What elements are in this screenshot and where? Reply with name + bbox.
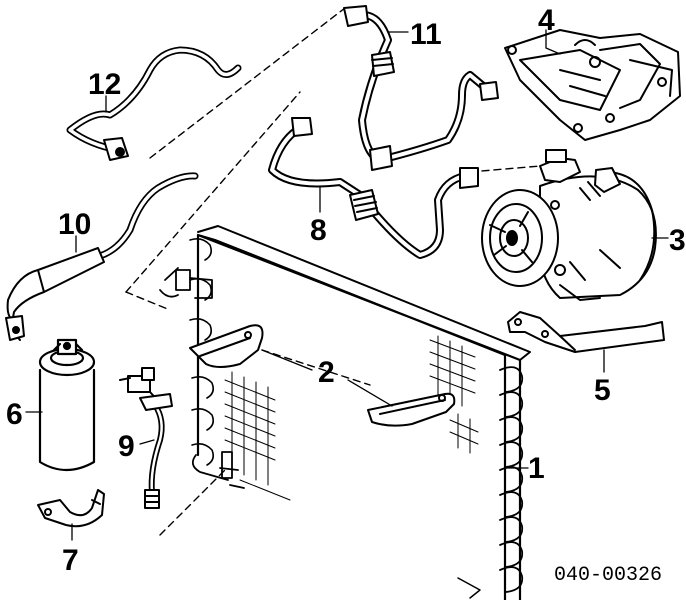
callout-4-leader: [545, 29, 561, 55]
drier-clamp: [37, 489, 105, 528]
hose-12-routing-line: [149, 7, 346, 159]
bracket-lower-right: [367, 392, 456, 427]
callout-1-condenser: 1: [528, 452, 545, 485]
discharge-hose: [268, 117, 479, 259]
condenser-fin-hatching: [224, 335, 479, 501]
bracket-upper-left: [189, 324, 264, 368]
callout-numbers: 1 2 3 4 5 6 7 8 9 10 11 12: [6, 4, 686, 577]
compressor: [481, 149, 657, 301]
suction-hose: [343, 5, 499, 171]
callout-9-drier-outlet-tube: 9: [118, 430, 135, 463]
compressor-mount-bracket: [504, 29, 681, 141]
callout-9-leader: [139, 439, 155, 445]
condenser-hose: [5, 172, 199, 341]
bracket-2-routing-line: [261, 349, 371, 386]
receiver-drier: [38, 338, 96, 472]
hose-8-routing-line: [125, 91, 301, 293]
callout-4-mount-bracket: 4: [538, 4, 555, 37]
callout-10-condenser-hose: 10: [58, 208, 91, 241]
drier-outlet-tube: [119, 367, 173, 509]
callout-2-brackets: 2: [318, 356, 335, 389]
diagram-reference-code: 040-00326: [554, 564, 662, 587]
condenser-inlet-routing-line: [125, 291, 171, 311]
compressor-routing-line: [469, 165, 541, 173]
dashed-routing-lines: [125, 7, 541, 536]
callout-2-leader: [261, 349, 393, 407]
callout-6-receiver-drier: 6: [6, 398, 23, 431]
callout-7-drier-clamp: 7: [62, 544, 79, 577]
condenser: [159, 225, 531, 600]
support-bracket: [507, 311, 665, 353]
receiver-routing-line: [159, 469, 226, 536]
callout-8-discharge-hose: 8: [310, 214, 327, 247]
callout-12-liquid-line: 12: [88, 68, 121, 101]
callout-leaders: [25, 29, 669, 541]
callout-5-support-bracket: 5: [594, 374, 611, 407]
liquid-line: [66, 46, 242, 161]
callout-3-compressor: 3: [669, 224, 686, 257]
callout-11-suction-hose: 11: [410, 18, 442, 51]
